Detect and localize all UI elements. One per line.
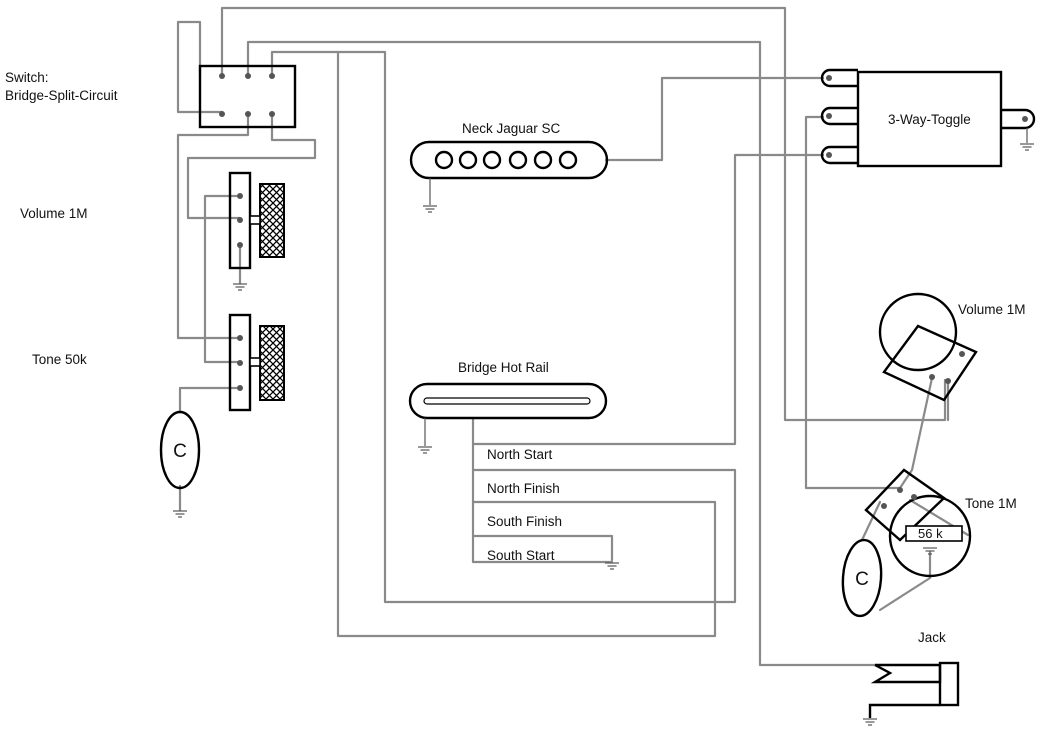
resistor-label: 56 k (918, 526, 943, 541)
ground-icon (604, 562, 620, 570)
neck-pickup-label: Neck Jaguar SC (462, 121, 561, 136)
switch-label-line2: Bridge-Split-Circuit (5, 88, 118, 103)
south-finish-label: South Finish (487, 514, 562, 529)
output-jack (862, 661, 960, 726)
three-way-toggle (820, 68, 1036, 168)
switch-label-line1: Switch: (5, 70, 49, 85)
cap-left-label: C (173, 441, 187, 462)
resistor (905, 525, 963, 542)
north-start-label: North Start (487, 447, 553, 462)
jack-label: Jack (918, 630, 946, 645)
neck-pickup (409, 140, 609, 213)
wires (176, 6, 970, 667)
tone-right-label: Tone 1M (965, 496, 1017, 511)
capacitor-left: C (159, 410, 201, 518)
bridge-pickup (408, 382, 620, 570)
cap-right-label: C (855, 569, 869, 590)
tone-left-label: Tone 50k (32, 352, 87, 367)
volume-left-label: Volume 1M (20, 206, 88, 221)
volume-pot-right (878, 292, 978, 402)
ground-icon (172, 510, 188, 518)
ground-icon (422, 205, 438, 213)
ground-icon (417, 446, 433, 454)
ground-icon (1019, 143, 1035, 151)
toggle-label: 3-Way-Toggle (888, 112, 971, 127)
ground-icon (232, 283, 248, 291)
bridge-split-switch (198, 64, 297, 129)
tone-pot-left (228, 313, 285, 412)
north-finish-label: North Finish (487, 481, 560, 496)
capacitor-right: C (841, 538, 883, 618)
ground-icon (862, 718, 878, 726)
volume-right-label: Volume 1M (958, 302, 1026, 317)
volume-pot-left (228, 171, 285, 291)
south-start-label: South Start (487, 548, 555, 563)
tone-pot-right: 56 k (864, 468, 972, 578)
bridge-pickup-label: Bridge Hot Rail (458, 360, 549, 375)
